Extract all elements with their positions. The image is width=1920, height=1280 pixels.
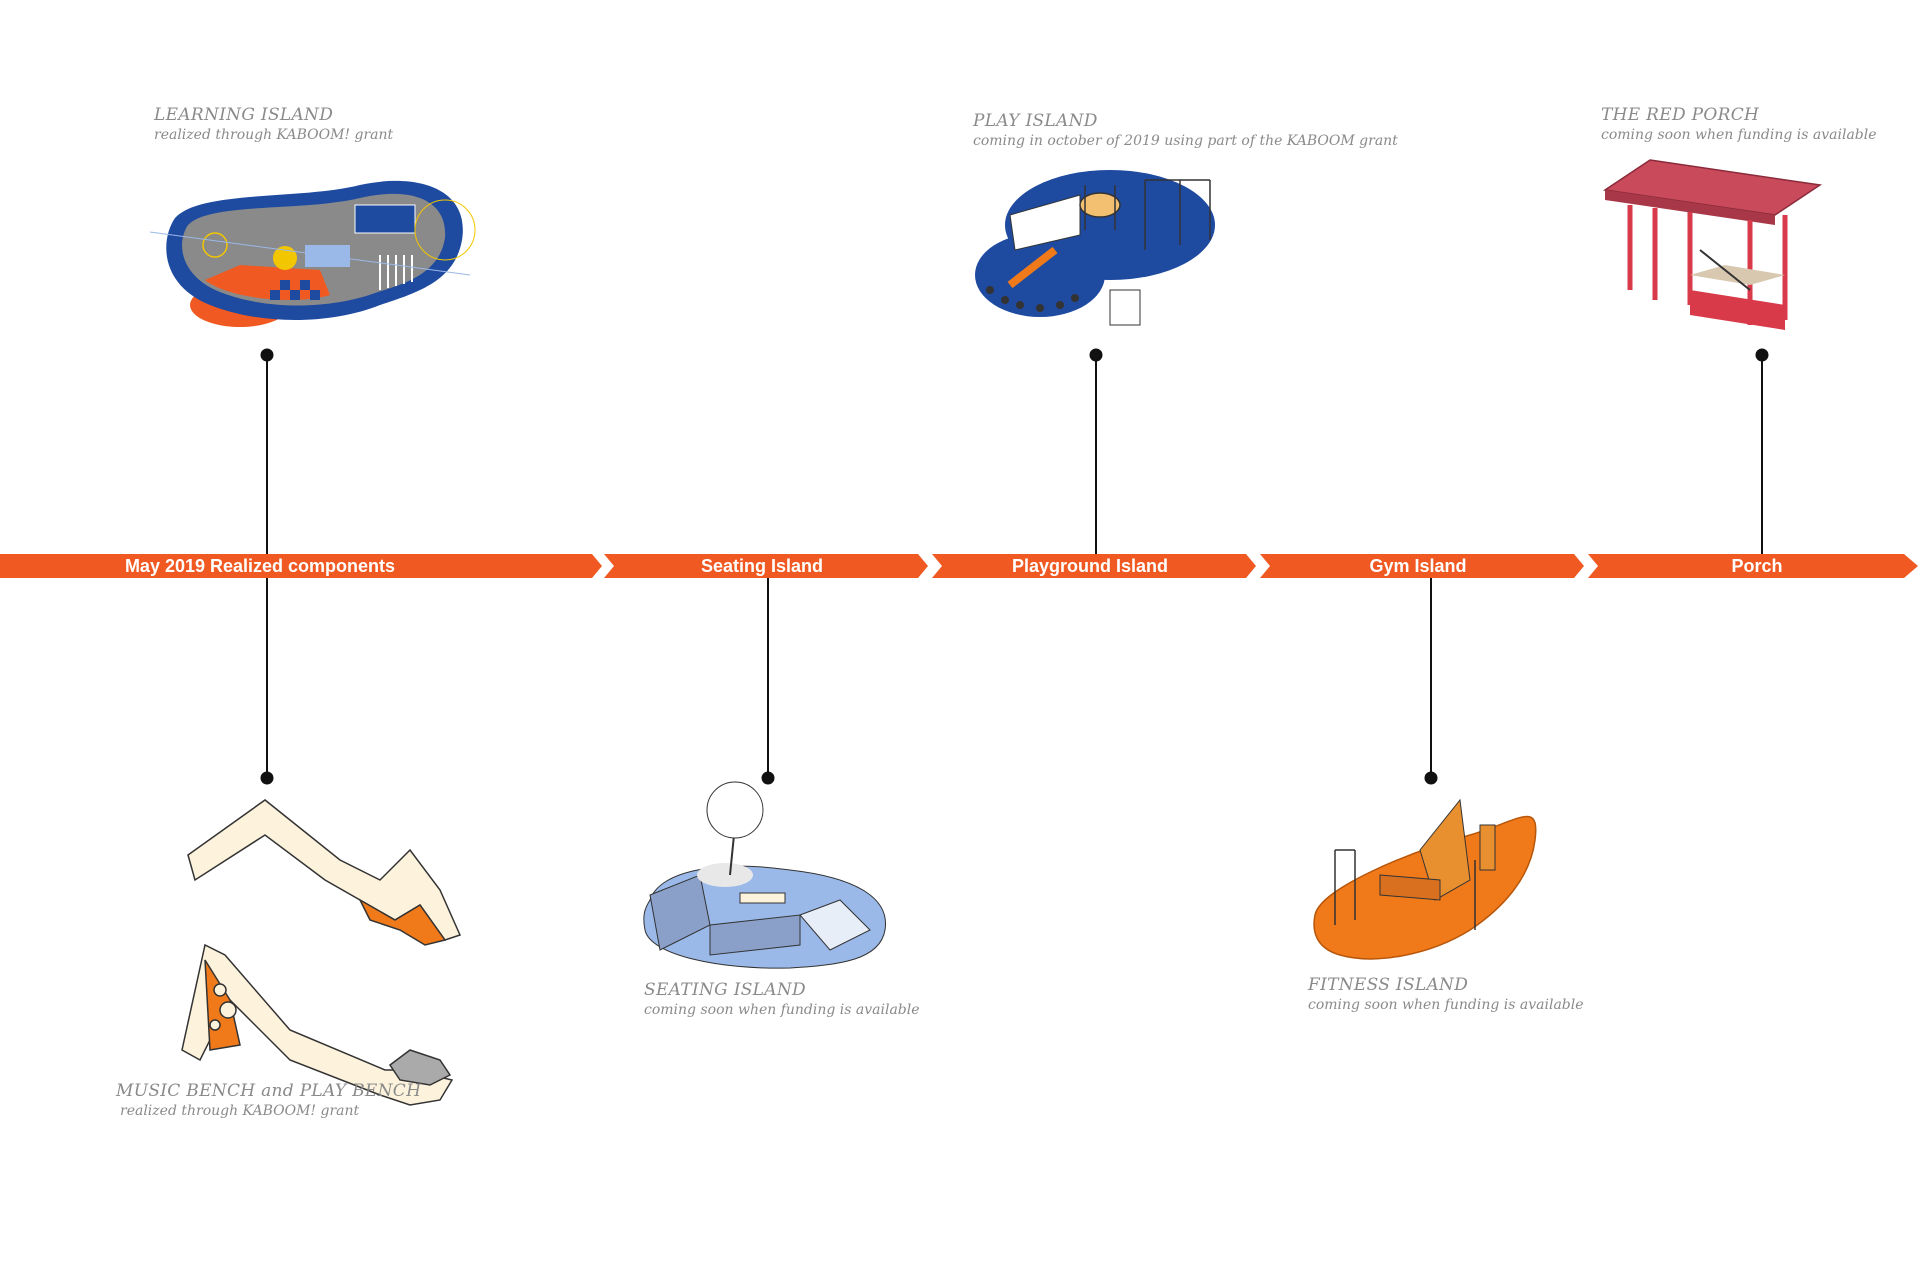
- red-porch-caption: THE RED PORCH coming soon when funding i…: [1601, 105, 1877, 143]
- fitness-island-title: FITNESS ISLAND: [1308, 975, 1469, 995]
- red-porch-title: THE RED PORCH: [1601, 105, 1760, 125]
- timeline-segment-2: [604, 554, 928, 578]
- seating-island-illustration: [643, 781, 887, 969]
- seating-island-title: SEATING ISLAND: [644, 980, 806, 1000]
- timeline-segment-3: [932, 554, 1256, 578]
- music-bench-subtitle: realized through KABOOM! grant: [120, 1103, 360, 1119]
- timeline-label-may-2019: May 2019 Realized components: [124, 556, 396, 576]
- learning-island-caption: LEARNING ISLAND realized through KABOOM!…: [154, 105, 393, 143]
- node-dot: [260, 771, 274, 785]
- timeline-label-porch: Porch: [1731, 556, 1783, 576]
- red-porch-illustration: [1602, 159, 1823, 330]
- timeline-segment-1: [0, 554, 602, 578]
- timeline-segment-5: [1588, 554, 1918, 578]
- timeline-label-gym-island: Gym Island: [1369, 556, 1467, 576]
- node-dot: [1089, 348, 1103, 362]
- seating-island-subtitle: coming soon when funding is available: [644, 1002, 920, 1018]
- timeline-label-seating-island: Seating Island: [700, 556, 824, 576]
- play-island-illustration: [975, 170, 1215, 326]
- fitness-island-caption: FITNESS ISLAND coming soon when funding …: [1308, 975, 1584, 1013]
- learning-island-subtitle: realized through KABOOM! grant: [154, 127, 394, 143]
- fitness-island-illustration: [1313, 798, 1537, 960]
- node-dot: [260, 348, 274, 362]
- learning-island-title: LEARNING ISLAND: [154, 105, 334, 125]
- node-dot: [761, 771, 775, 785]
- play-island-title: PLAY ISLAND: [973, 111, 1098, 131]
- learning-island-illustration: [149, 180, 476, 327]
- timeline-label-playground-island: Playground Island: [1011, 556, 1169, 576]
- music-bench-title: MUSIC BENCH and PLAY BENCH: [116, 1081, 422, 1101]
- red-porch-subtitle: coming soon when funding is available: [1601, 127, 1877, 143]
- fitness-island-subtitle: coming soon when funding is available: [1308, 997, 1584, 1013]
- play-island-subtitle: coming in october of 2019 using part of …: [973, 133, 1398, 149]
- timeline-segment-4: [1260, 554, 1584, 578]
- music-bench-caption: MUSIC BENCH and PLAY BENCH realized thro…: [116, 1081, 421, 1119]
- play-island-caption: PLAY ISLAND coming in october of 2019 us…: [973, 111, 1398, 149]
- node-dot: [1424, 771, 1438, 785]
- node-dot: [1755, 348, 1769, 362]
- music-bench-illustration: [181, 799, 462, 1106]
- seating-island-caption: SEATING ISLAND coming soon when funding …: [644, 980, 920, 1018]
